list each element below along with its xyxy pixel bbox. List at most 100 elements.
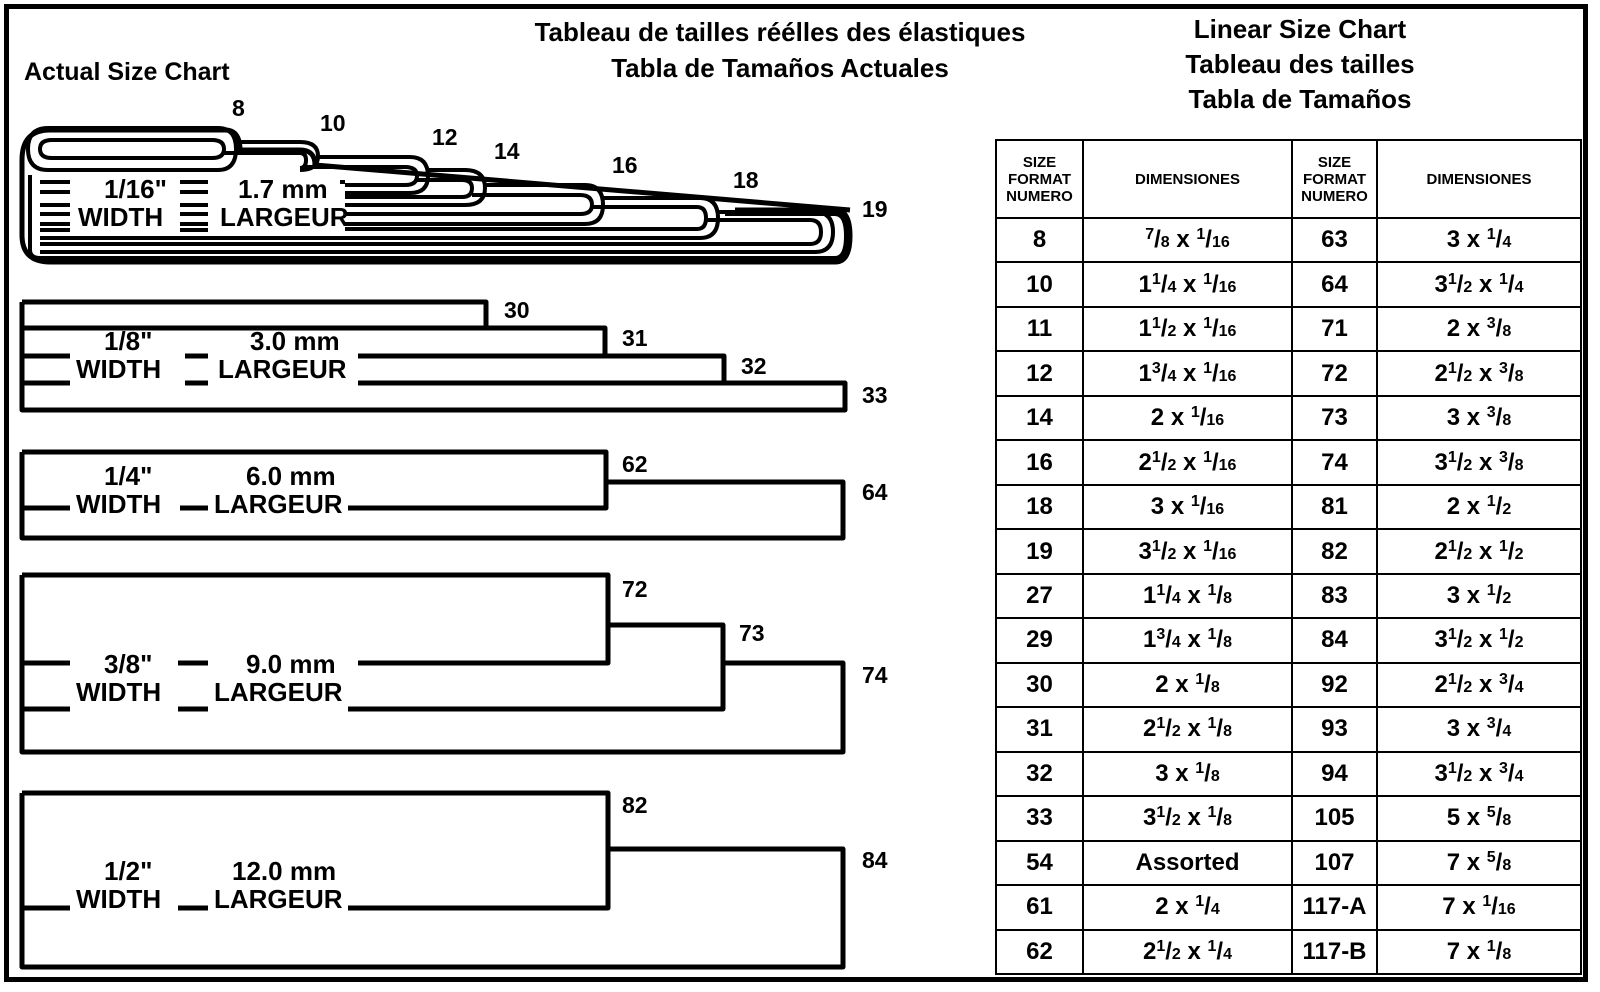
size-label: 12 [432,124,458,150]
dimension-cell: 21/2 x 1/16 [1082,439,1293,486]
actual-size-chart-title: Actual Size Chart [24,58,230,86]
center-title: Tableau de tailles réélles des élastique… [495,14,1065,86]
size-cell: 16 [995,439,1084,486]
dimension-cell: 3 x 1/2 [1376,572,1582,620]
size-label: 33 [862,382,888,408]
dimension-cell: 3 x 3/8 [1376,394,1582,442]
dimension-cell: 3 x 3/4 [1376,706,1582,753]
size-label: 18 [733,167,759,193]
size-cell: 107 [1291,839,1378,887]
right-title-line2: Tableau des tailles [1185,49,1415,79]
size-label: 64 [862,479,888,505]
size-cell: 84 [1291,617,1378,664]
size-label: 30 [504,297,530,323]
band-group-3 [19,449,846,541]
size-cell: 117-A [1291,884,1378,931]
page-border [4,4,1588,982]
band-12 [28,175,848,260]
size-label: 14 [494,138,520,164]
dimension-cell: 21/2 x 3/4 [1376,661,1582,709]
size-cell: 94 [1291,750,1378,798]
dimension-cell: 3 x 1/16 [1082,483,1293,531]
largeur-label: LARGEUR [214,677,343,707]
dimension-cell: 2 x 1/16 [1082,394,1293,442]
size-header: SIZE FORMAT NUMERO [1291,139,1378,219]
width-inch-label: 1/16" [104,174,167,204]
dimensions-header: DIMENSIONES [1082,139,1293,219]
dimension-cell: 5 x 5/8 [1376,795,1582,842]
center-title-line2: Tabla de Tamaños Actuales [611,53,949,83]
dimensions-header: DIMENSIONES [1376,139,1582,219]
band-10b [224,151,308,170]
size-label: 72 [622,576,648,602]
band-group-2 [19,299,848,413]
dimension-cell: 13/4 x 1/8 [1082,617,1293,664]
dimension-cell: 21/2 x 1/2 [1376,528,1582,575]
size-cell: 83 [1291,572,1378,620]
right-title-line1: Linear Size Chart [1193,14,1407,44]
width-word-label: WIDTH [76,884,161,914]
width-inch-label: 1/8" [104,326,152,356]
size-label: 73 [739,620,765,646]
size-header: SIZE FORMAT NUMERO [995,139,1084,219]
size-cell: 27 [995,572,1084,620]
largeur-label: LARGEUR [214,884,343,914]
size-label: 32 [741,353,767,379]
table-header-row: SIZE FORMAT NUMERO DIMENSIONES SIZE FORM… [995,139,1582,219]
largeur-label: LARGEUR [220,202,349,232]
size-cell: 74 [1291,439,1378,486]
size-cell: 93 [1291,706,1378,753]
size-cell: 92 [1291,661,1378,709]
size-cell: 11 [995,305,1084,353]
dimension-cell: 2 x 1/4 [1082,884,1293,931]
size-cell: 117-B [1291,928,1378,975]
band-8-inner [38,138,226,160]
size-label: 19 [862,196,888,222]
dimension-cell: 11/4 x 1/16 [1082,261,1293,308]
band-73 [348,622,726,712]
band-72 [22,572,611,666]
center-title-line1: Tableau de tailles réélles des élastique… [534,17,1026,47]
size-cell: 82 [1291,528,1378,575]
dimension-cell: 11/4 x 1/8 [1082,572,1293,620]
size-label: 62 [622,451,648,477]
size-cell: 61 [995,884,1084,931]
size-cell: 19 [995,528,1084,575]
dimension-cell: 7 x 1/8 [1376,928,1582,975]
size-cell: 30 [995,661,1084,709]
band-30 [22,299,489,331]
size-cell: 62 [995,928,1084,975]
size-label: 82 [622,792,648,818]
dimension-cell: 2 x 3/8 [1376,305,1582,353]
width-mm-label: 1.7 mm [238,174,328,204]
size-label: 16 [612,152,638,178]
dimension-cell: 3 x 1/8 [1082,750,1293,798]
size-cell: 18 [995,483,1084,531]
dimension-cell: 31/2 x 3/8 [1376,439,1582,486]
dimension-cell: 21/2 x 1/4 [1082,928,1293,975]
size-cell: 14 [995,394,1084,442]
size-cell: 72 [1291,350,1378,397]
size-cell: 64 [1291,261,1378,308]
dimension-cell: 31/2 x 1/2 [1376,617,1582,664]
dimension-cell: 31/2 x 1/4 [1376,261,1582,308]
size-cell: 73 [1291,394,1378,442]
linear-size-table: SIZE FORMAT NUMERO DIMENSIONES SIZE FORM… [995,139,1582,975]
size-cell: 29 [995,617,1084,664]
size-cell: 63 [1291,216,1378,264]
size-label: 8 [232,95,245,121]
band-8 [26,126,238,172]
